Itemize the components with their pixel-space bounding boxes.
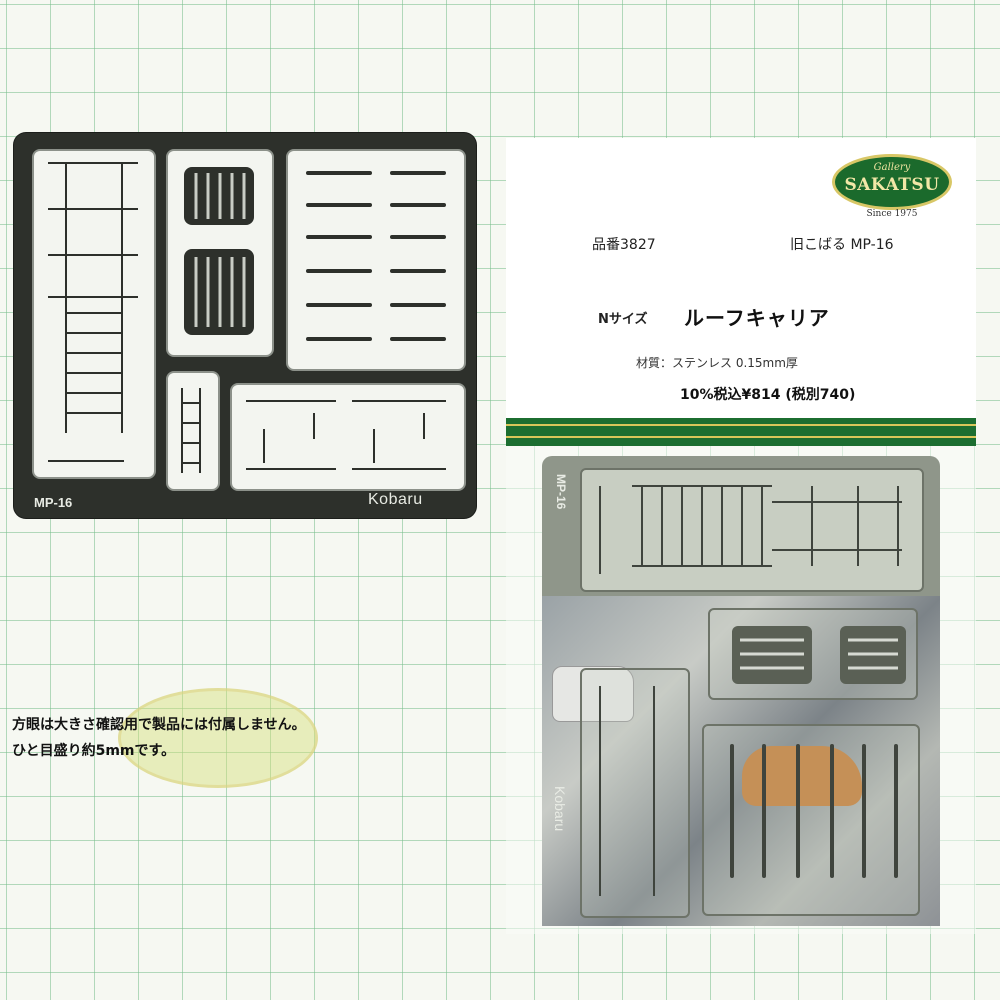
sheet-model-label: MP-16 bbox=[34, 495, 73, 510]
van-photo-shape bbox=[552, 666, 634, 722]
inner-ladder-panel bbox=[580, 668, 690, 918]
scale-tag: Nサイズ bbox=[598, 312, 648, 327]
product-package: Gallery SAKATSU Since 1975 品番3827 旧こばる M… bbox=[506, 138, 976, 934]
price-label: 10%税込¥814 (税別740) bbox=[680, 387, 856, 403]
logo-gallery-text: Gallery bbox=[873, 162, 911, 173]
packaged-parts-sheet: MP-16 Kobaru bbox=[542, 456, 940, 926]
inner-parts-drawing bbox=[599, 485, 906, 896]
grid-note-line-2: ひと目盛り約5mmです。 bbox=[12, 743, 176, 759]
small-ladder-panel bbox=[166, 371, 220, 491]
material-info: 材質：ステンレス 0.15mm厚 bbox=[636, 356, 798, 370]
product-name: ルーフキャリア bbox=[684, 306, 830, 330]
package-header-card: Gallery SAKATSU Since 1975 品番3827 旧こばる M… bbox=[506, 138, 976, 420]
grid-note: 方眼は大きさ確認用で製品には付属しません。 ひと目盛り約5mmです。 bbox=[12, 712, 306, 764]
watermark-logo bbox=[118, 688, 318, 788]
header-stripe-band bbox=[506, 418, 976, 446]
gallery-sakatsu-logo: Gallery SAKATSU bbox=[832, 154, 952, 210]
logo-name-text: SAKATSU bbox=[844, 175, 940, 195]
etched-parts-sheet: MP-16 Kobaru bbox=[14, 133, 476, 518]
inner-model-label: MP-16 bbox=[554, 474, 568, 510]
sheet-parts-drawing bbox=[48, 162, 446, 473]
rail-panel bbox=[286, 149, 466, 371]
inner-top-panel bbox=[580, 468, 924, 592]
grid-note-line-1: 方眼は大きさ確認用で製品には付属しません。 bbox=[12, 717, 306, 733]
item-number: 品番3827 bbox=[592, 237, 656, 253]
inner-brand-label: Kobaru bbox=[552, 786, 568, 832]
series-label: 旧こばる MP-16 bbox=[790, 237, 894, 253]
inner-rail-panel bbox=[702, 724, 920, 916]
logo-since-text: Since 1975 bbox=[866, 209, 918, 219]
sheet-brand-label: Kobaru bbox=[368, 491, 423, 508]
